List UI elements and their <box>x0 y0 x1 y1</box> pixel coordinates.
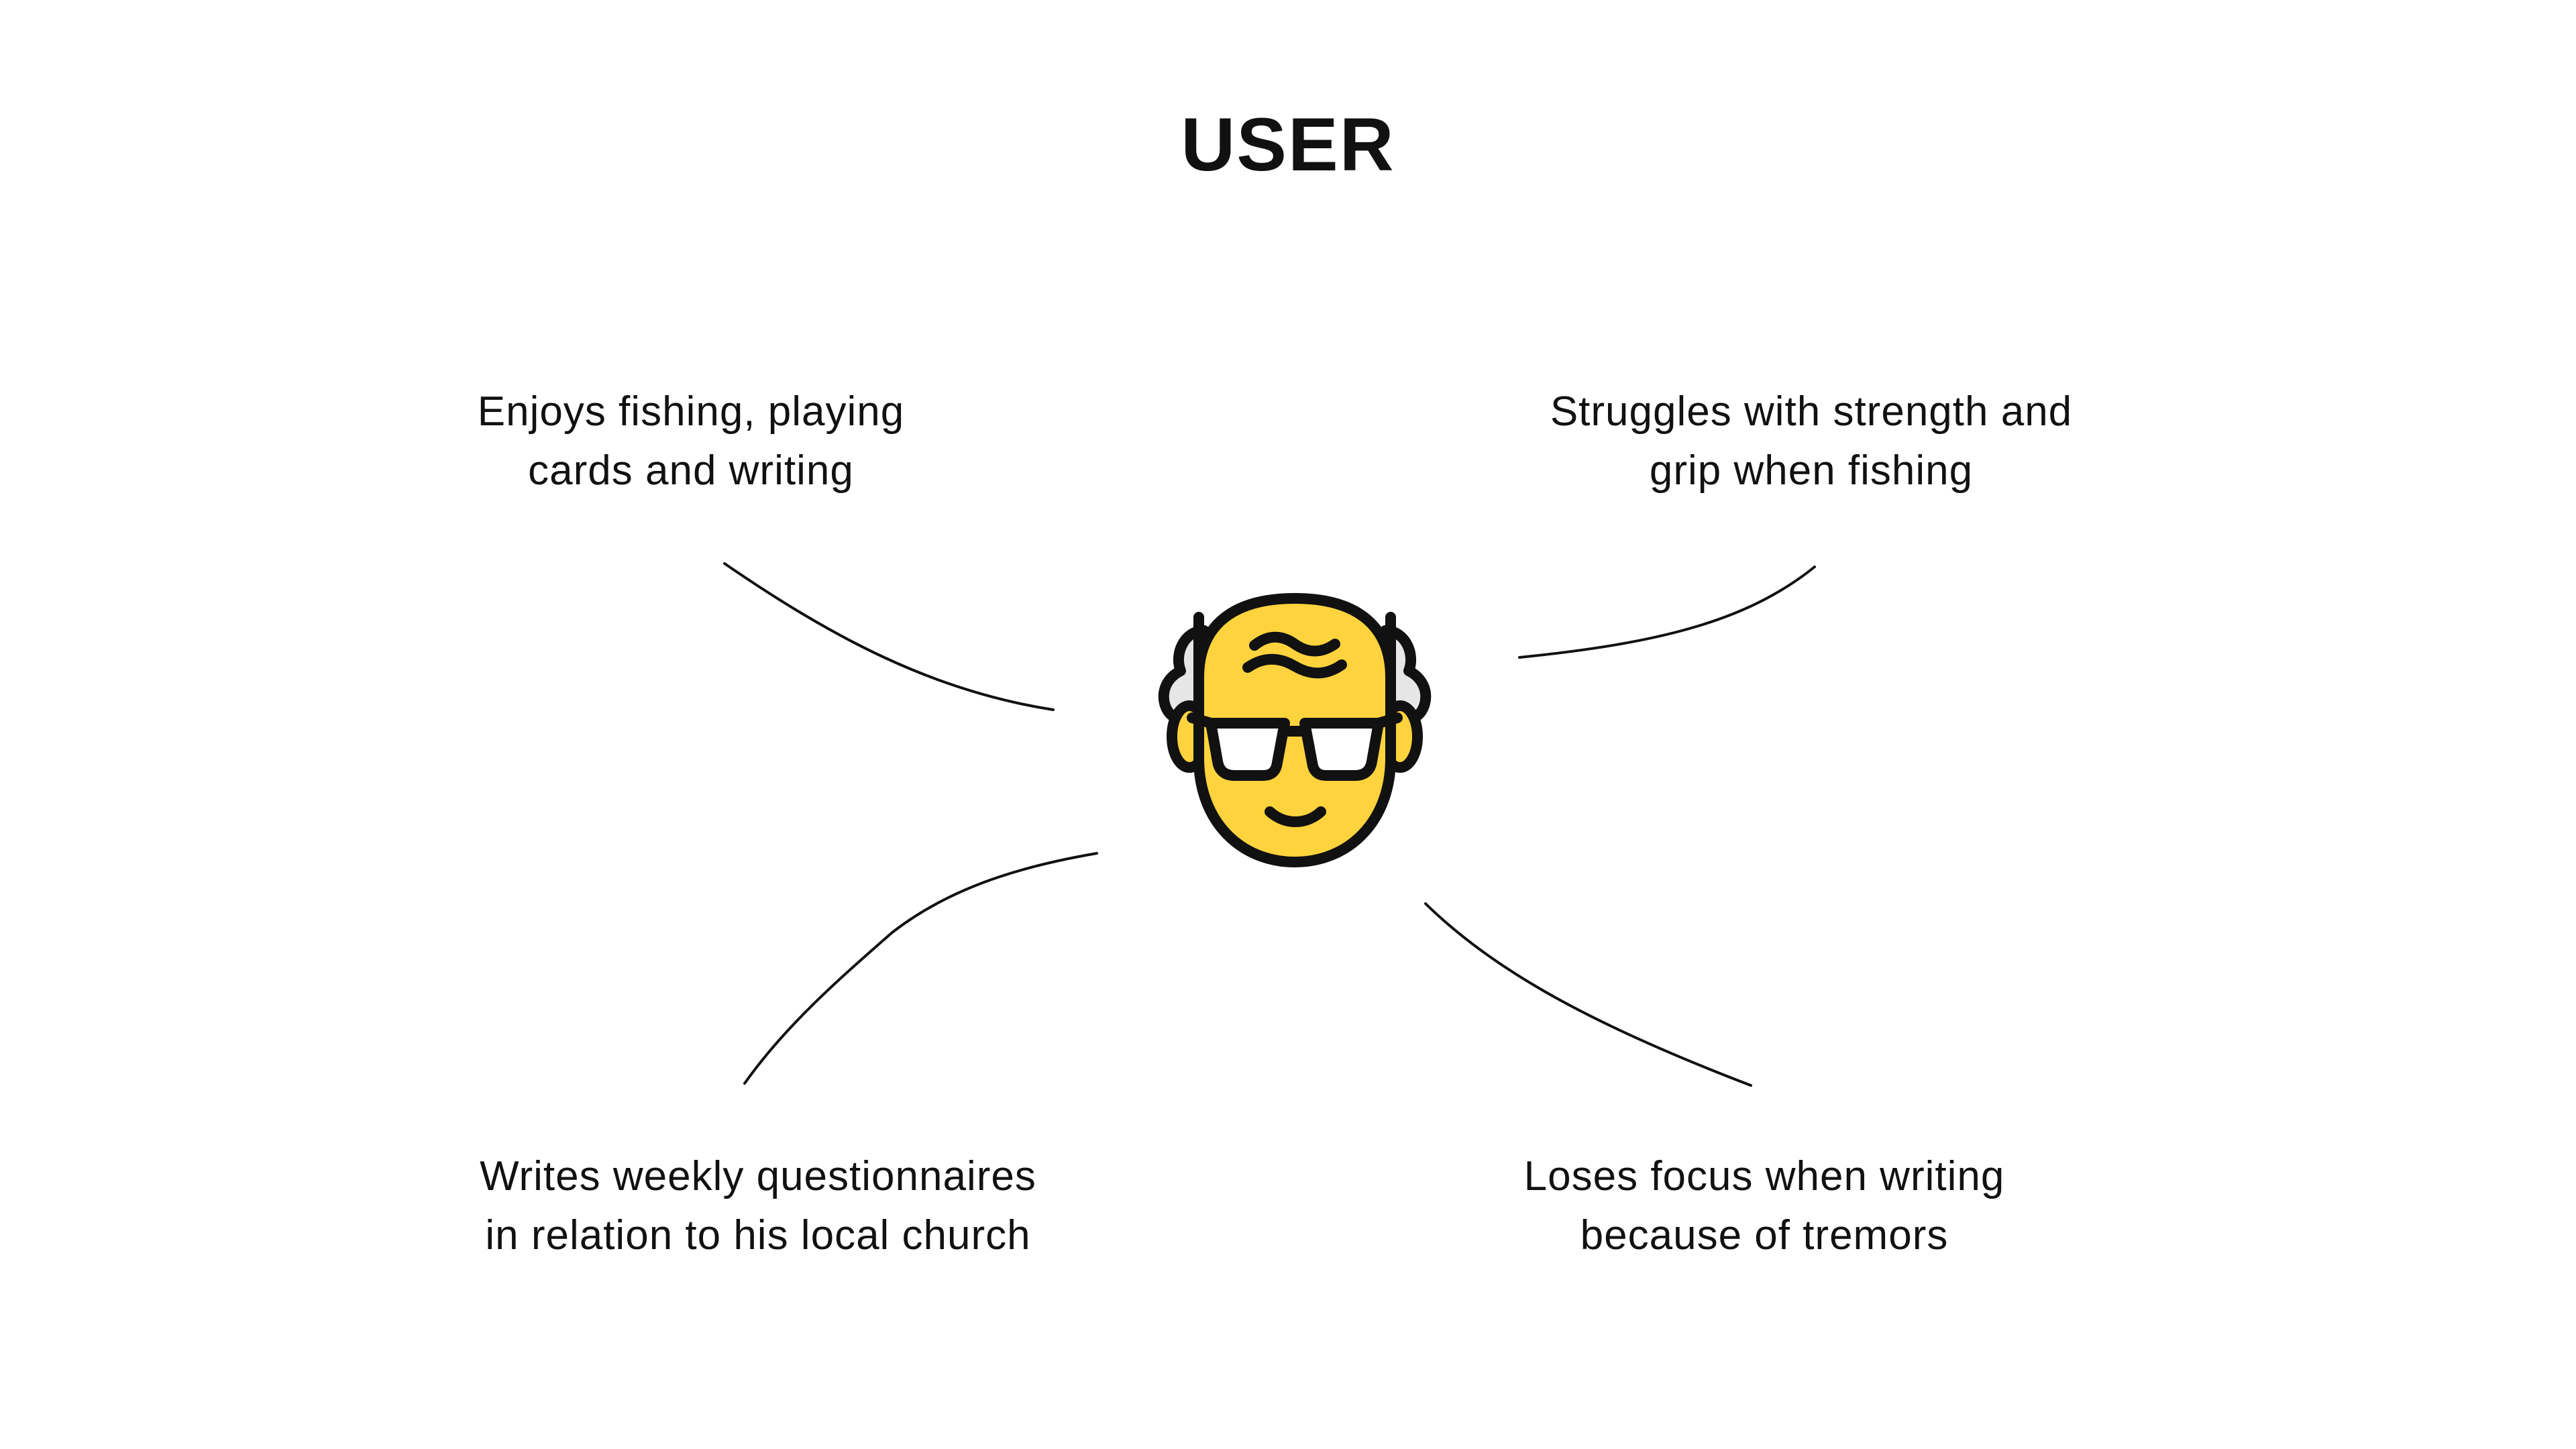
smile <box>1265 806 1326 827</box>
wrinkle-top <box>1249 631 1340 657</box>
note-line: Writes weekly questionnaires <box>480 1153 1036 1199</box>
connector-bottom-left <box>743 852 1098 1085</box>
glasses-right-lens <box>1299 718 1384 781</box>
note-line: cards and writing <box>528 447 854 494</box>
glasses-right-temple <box>1373 712 1403 729</box>
connector-bottom-right <box>1424 902 1752 1087</box>
note-line: in relation to his local church <box>485 1212 1031 1258</box>
note-bottom-right: Loses focus when writing because of trem… <box>1449 1147 2080 1265</box>
wrinkle-bottom <box>1242 653 1347 679</box>
glasses-left-temple <box>1187 712 1216 729</box>
note-top-right: Struggles with strength and grip when fi… <box>1489 382 2133 500</box>
note-line: Loses focus when writing <box>1523 1153 2005 1199</box>
note-top-left: Enjoys fishing, playing cards and writin… <box>376 382 1006 500</box>
connector-top-left <box>723 562 1055 711</box>
note-line: Enjoys fishing, playing <box>477 388 905 435</box>
elderly-man-face-icon <box>1158 593 1432 867</box>
note-line: Struggles with strength and <box>1550 388 2073 435</box>
connector-top-right <box>1518 566 1816 659</box>
diagram-title: USER <box>1181 103 1395 186</box>
note-line: grip when fishing <box>1649 447 1974 494</box>
glasses-left-lens <box>1205 718 1290 781</box>
note-bottom-left: Writes weekly questionnaires in relation… <box>402 1147 1114 1265</box>
note-line: because of tremors <box>1580 1212 1949 1258</box>
